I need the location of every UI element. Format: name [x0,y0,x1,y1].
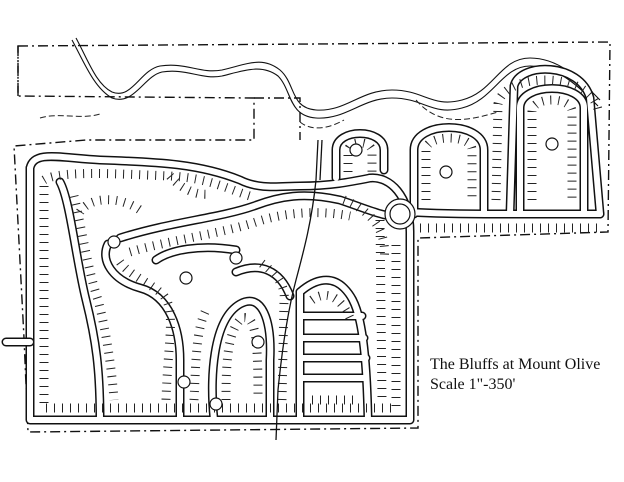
map-title: The Bluffs at Mount Olive [430,356,601,373]
street-network [25,64,605,425]
map-scale: Scale 1"-350' [430,376,516,393]
cul-de-sacs [107,137,559,411]
creek [39,37,601,129]
pipeline-easement [275,139,319,441]
lot-lines [39,75,603,413]
pipeline-easement-offset [319,139,323,181]
boundary-inner-line [17,46,301,140]
